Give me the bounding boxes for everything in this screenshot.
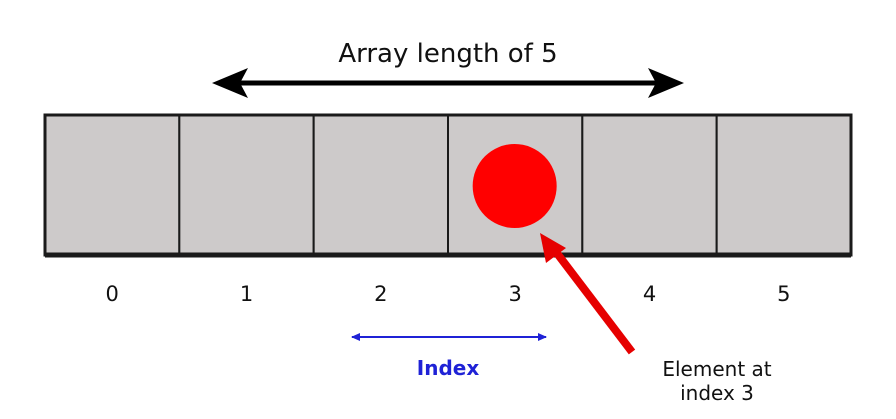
callout-arrow-shaft: [549, 245, 636, 355]
length-arrow-right-head: [648, 68, 684, 98]
array-cells: [43, 113, 853, 258]
array-cell-1: [178, 114, 315, 256]
index-number-0: 0: [105, 282, 118, 306]
length-arrow: [212, 68, 684, 98]
title-label: Array length of 5: [338, 39, 557, 69]
index-labels: 0 1 2 3 4 5: [105, 282, 790, 306]
array-cell-4: [581, 114, 718, 256]
index-number-3: 3: [508, 282, 521, 306]
length-arrow-left-head: [212, 68, 248, 98]
callout-line-2: index 3: [680, 381, 754, 405]
index-label: Index: [417, 356, 480, 380]
array-cell-0: [44, 114, 181, 256]
callout-arrow-head: [540, 233, 566, 263]
element-dot: [472, 144, 557, 228]
callout-arrow: [540, 233, 636, 355]
index-number-1: 1: [240, 282, 253, 306]
index-number-4: 4: [643, 282, 656, 306]
index-number-2: 2: [374, 282, 387, 306]
index-number-5: 5: [777, 282, 790, 306]
array-cell-2: [312, 114, 449, 256]
callout-line-1: Element at: [662, 357, 771, 381]
array-cell-5: [715, 114, 853, 256]
